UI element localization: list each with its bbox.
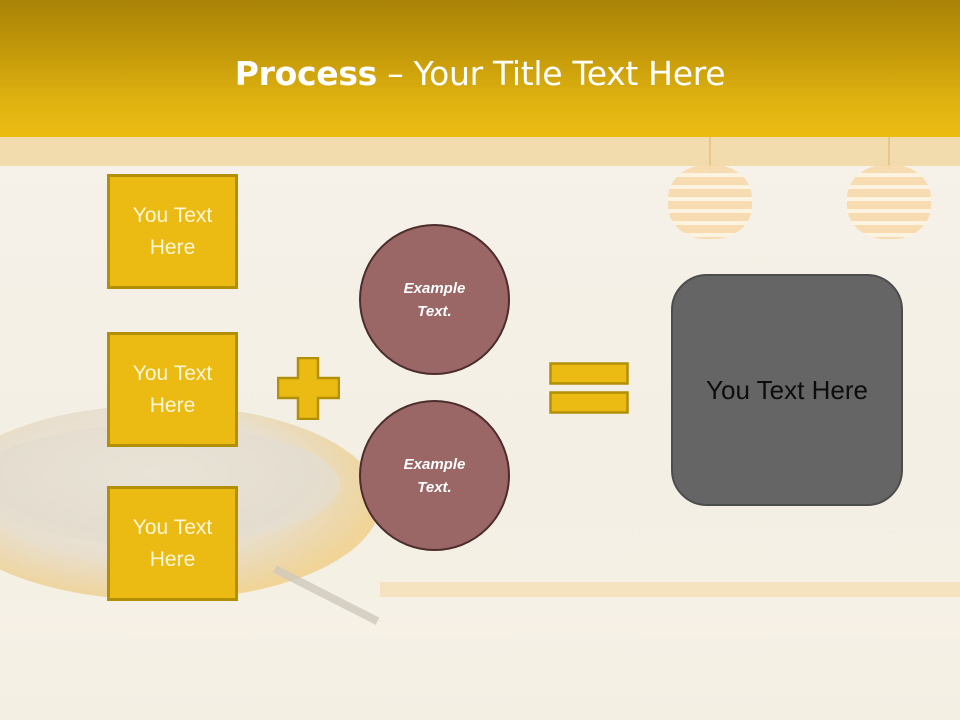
title-bar [0, 0, 960, 137]
input-box-text: You Text [132, 203, 213, 227]
plus-icon [277, 357, 340, 420]
header-band [0, 137, 960, 166]
input-box-2[interactable]: You Text Here [107, 332, 238, 447]
circle-text: Example [403, 455, 466, 473]
example-circle-2[interactable]: Example Text. [359, 400, 510, 551]
circle-text: Text. [417, 478, 452, 496]
slide-title: Process – Your Title Text Here [0, 52, 960, 96]
input-box-text: Here [149, 235, 196, 259]
title-bold: Process [234, 54, 378, 93]
title-rest: – Your Title Text Here [377, 54, 726, 93]
circle-text: Text. [417, 302, 452, 320]
input-box-text: You Text [132, 515, 213, 539]
input-box-text: You Text [132, 361, 213, 385]
equals-icon [549, 362, 629, 414]
input-box-1[interactable]: You Text Here [107, 174, 238, 289]
floor-background [0, 598, 960, 720]
floor-band [380, 582, 960, 597]
lamp-icon [668, 137, 752, 241]
input-box-text: Here [149, 393, 196, 417]
result-box[interactable]: You Text Here [671, 274, 903, 506]
result-text: You Text Here [706, 374, 868, 405]
example-circle-1[interactable]: Example Text. [359, 224, 510, 375]
circle-text: Example [403, 279, 466, 297]
input-box-3[interactable]: You Text Here [107, 486, 238, 601]
lamp-icon [847, 137, 931, 241]
input-box-text: Here [149, 547, 196, 571]
